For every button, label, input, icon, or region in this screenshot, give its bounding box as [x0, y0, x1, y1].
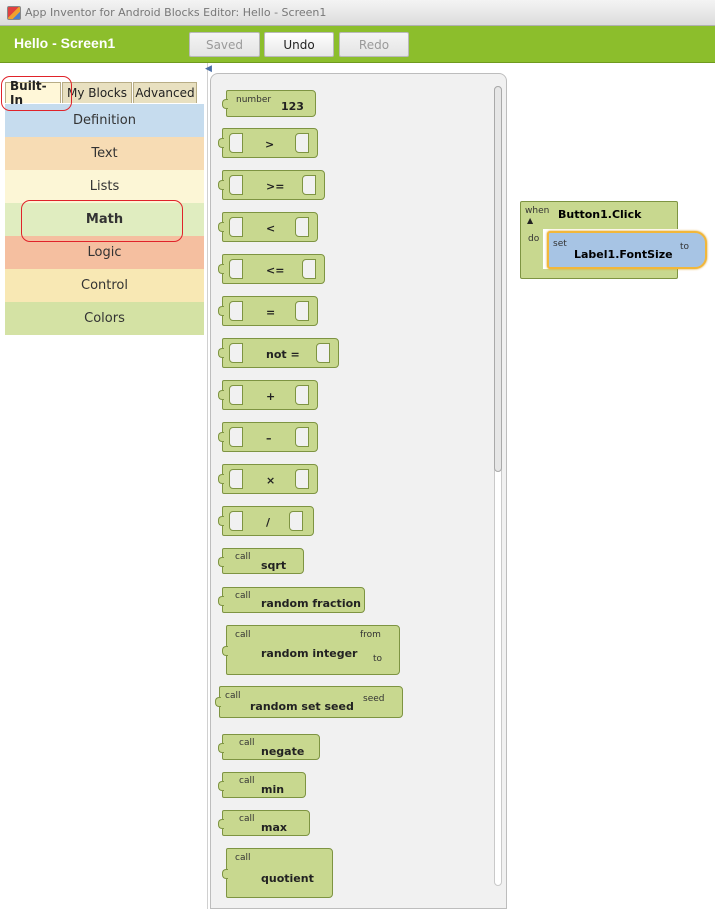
quotient-block[interactable]: call quotient — [222, 848, 333, 898]
call-tag: call — [239, 776, 255, 786]
random-integer-block[interactable]: call random integer from to — [222, 625, 400, 675]
number-tag: number — [236, 95, 272, 105]
drawer-list: Definition Text Lists Math Logic Control… — [5, 104, 204, 335]
drawer-tabs: Built-In My Blocks Advanced — [0, 79, 208, 107]
compare-equal-block[interactable]: = — [218, 296, 318, 326]
java-app-icon — [7, 5, 21, 20]
seed-label: seed — [363, 694, 385, 704]
highlight-math-drawer — [21, 200, 183, 242]
undo-button[interactable]: Undo — [264, 32, 334, 57]
random-integer-label: random integer — [261, 647, 358, 660]
multiply-block[interactable]: × — [218, 464, 318, 494]
drawer-control[interactable]: Control — [5, 269, 204, 302]
window-title: App Inventor for Android Blocks Editor: … — [25, 6, 327, 19]
operator-label: + — [266, 390, 276, 403]
random-set-seed-block[interactable]: call random set seed seed — [215, 686, 403, 718]
number-block[interactable]: number 123 — [222, 90, 316, 117]
collapse-triangle-icon[interactable]: ▲ — [527, 216, 534, 225]
highlight-built-in-tab — [1, 76, 72, 111]
compare-greater-equal-block[interactable]: >= — [218, 170, 325, 200]
compare-greater-block[interactable]: > — [218, 128, 318, 158]
add-block[interactable]: + — [218, 380, 318, 410]
operator-label: > — [265, 138, 275, 151]
random-fraction-label: random fraction — [261, 597, 361, 610]
to-tag: to — [680, 242, 690, 252]
operator-label: / — [266, 516, 271, 529]
max-block[interactable]: call max — [218, 810, 310, 836]
subtract-block[interactable]: – — [218, 422, 318, 452]
do-tag: do — [528, 234, 540, 244]
operator-label: = — [266, 306, 276, 319]
call-tag: call — [235, 552, 251, 562]
operator-label: × — [266, 474, 276, 487]
call-tag: call — [235, 591, 251, 601]
compare-less-block[interactable]: < — [218, 212, 318, 242]
negate-block[interactable]: call negate — [218, 734, 320, 760]
min-label: min — [261, 783, 285, 796]
sqrt-block[interactable]: call sqrt — [218, 548, 304, 574]
max-label: max — [261, 821, 287, 834]
drawer-text[interactable]: Text — [5, 137, 204, 170]
operator-label: < — [266, 222, 276, 235]
saved-button[interactable]: Saved — [189, 32, 260, 57]
drawer-math[interactable]: Math — [5, 203, 204, 236]
sqrt-label: sqrt — [261, 559, 287, 572]
min-block[interactable]: call min — [218, 772, 306, 798]
tab-my-blocks[interactable]: My Blocks — [62, 82, 132, 103]
from-label: from — [360, 630, 381, 640]
call-tag: call — [239, 738, 255, 748]
compare-less-equal-block[interactable]: <= — [218, 254, 325, 284]
collapse-arrow-icon[interactable]: ◀ — [205, 64, 212, 74]
number-value: 123 — [281, 100, 304, 113]
flyout-scrollbar-thumb[interactable] — [494, 86, 502, 472]
block-drawer-panel: Built-In My Blocks Advanced Definition T… — [0, 63, 208, 909]
drawer-lists[interactable]: Lists — [5, 170, 204, 203]
to-label: to — [373, 654, 383, 664]
operator-label: <= — [266, 264, 285, 277]
quotient-label: quotient — [261, 872, 314, 885]
random-set-seed-label: random set seed — [250, 700, 354, 713]
compare-not-equal-block[interactable]: not = — [218, 338, 339, 368]
set-tag: set — [553, 239, 567, 249]
screen-title: Hello - Screen1 — [14, 35, 116, 51]
tab-advanced[interactable]: Advanced — [133, 82, 197, 103]
when-tag: when — [525, 206, 550, 216]
event-name: Button1.Click — [558, 208, 642, 221]
call-tag: call — [235, 853, 251, 863]
call-tag: call — [239, 814, 255, 824]
set-label1-fontsize-block[interactable]: set Label1.FontSize to — [547, 231, 707, 269]
call-tag: call — [225, 691, 241, 701]
drawer-definition[interactable]: Definition — [5, 104, 204, 137]
operator-label: >= — [266, 180, 285, 193]
window-title-bar: App Inventor for Android Blocks Editor: … — [0, 0, 715, 26]
redo-button[interactable]: Redo — [339, 32, 409, 57]
property-name: Label1.FontSize — [574, 248, 673, 261]
operator-label: not = — [266, 348, 300, 361]
divide-block[interactable]: / — [218, 506, 314, 536]
editor-header: Hello - Screen1 Saved Undo Redo — [0, 26, 715, 63]
drawer-colors[interactable]: Colors — [5, 302, 204, 335]
call-tag: call — [235, 630, 251, 640]
operator-label: – — [266, 432, 272, 445]
negate-label: negate — [261, 745, 305, 758]
random-fraction-block[interactable]: call random fraction — [218, 587, 365, 613]
